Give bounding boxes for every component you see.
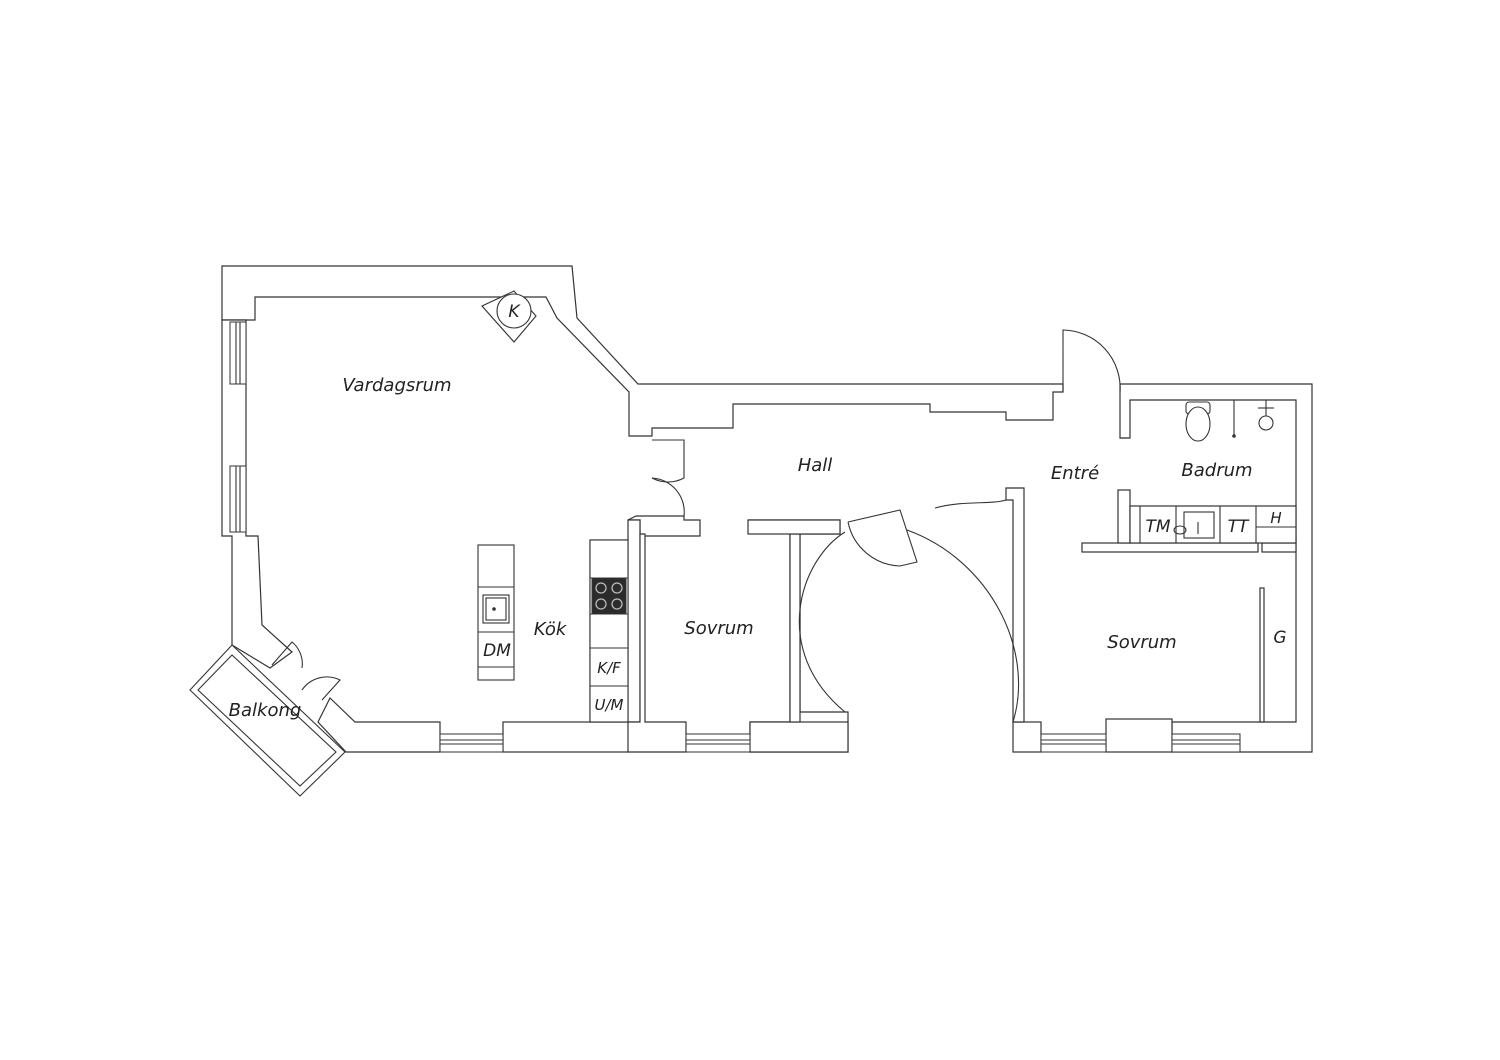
label-kok: Kök <box>534 619 568 640</box>
tiled-stove <box>481 290 537 343</box>
hall-door <box>847 509 918 567</box>
label-sovrum-1: Sovrum <box>684 618 753 639</box>
room-labels: Vardagsrum Hall Entré Badrum Kök Sovrum … <box>229 375 1253 721</box>
label-garderob: G <box>1273 628 1286 648</box>
fixture-labels: K DM K/F U/M TM TT H G <box>483 302 1286 714</box>
window-left-2 <box>229 465 247 533</box>
label-kyl-frys: K/F <box>597 659 621 677</box>
window-bedroom-2-left <box>1040 733 1107 753</box>
kitchen-island <box>477 544 515 681</box>
label-hall: Hall <box>798 455 833 476</box>
label-kakelugn: K <box>508 302 521 322</box>
label-tvattmaskin: TM <box>1145 517 1170 537</box>
label-hylla: H <box>1270 509 1281 527</box>
kitchen-counter <box>589 539 629 723</box>
sink-icon <box>482 594 510 624</box>
label-diskmaskin: DM <box>483 641 511 661</box>
balcony <box>189 644 346 797</box>
hob-icon <box>591 577 627 615</box>
label-balkong: Balkong <box>229 700 302 721</box>
label-ugn-mikro: U/M <box>595 696 624 714</box>
window-bedroom-2-right <box>1171 733 1241 753</box>
basin-icon <box>1183 511 1215 539</box>
label-badrum: Badrum <box>1181 460 1252 481</box>
windows <box>229 321 1241 753</box>
toilet-icon <box>1185 406 1211 442</box>
living-hall-door <box>651 439 685 483</box>
label-entre: Entré <box>1051 463 1099 484</box>
label-vardagsrum: Vardagsrum <box>342 375 451 396</box>
window-kitchen <box>439 733 504 753</box>
entrance-door <box>1062 329 1121 393</box>
window-bedroom-1 <box>685 733 751 753</box>
outer-walls <box>221 265 1313 753</box>
doors <box>271 329 1130 701</box>
label-sovrum-2: Sovrum <box>1107 632 1176 653</box>
balcony-door <box>271 641 303 669</box>
window-left-1 <box>229 321 247 385</box>
bathroom-fixtures <box>1139 400 1296 543</box>
label-torktumlare: TT <box>1228 517 1250 537</box>
shower-icon <box>1258 415 1274 431</box>
